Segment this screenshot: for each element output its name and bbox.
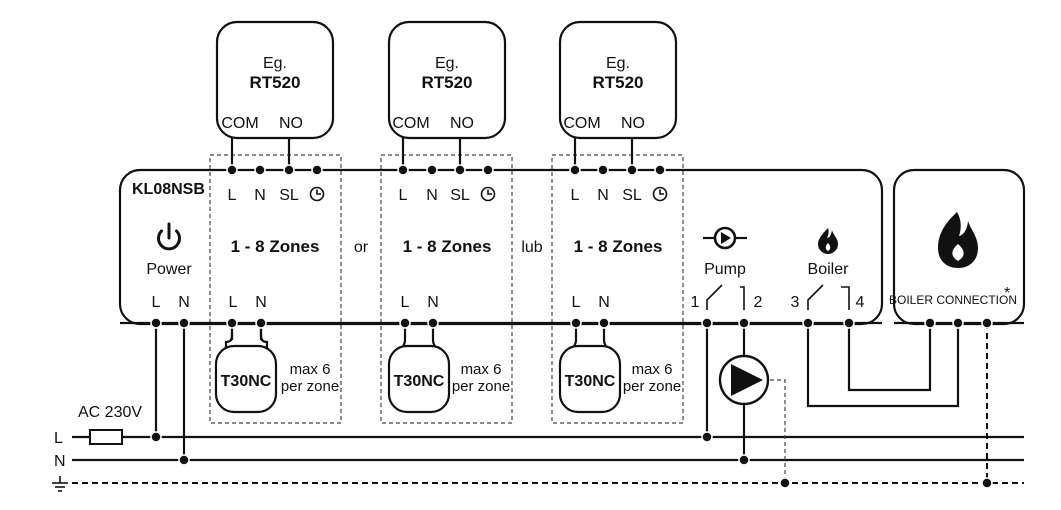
zone-label: 1 - 8 Zones	[231, 237, 320, 256]
zone-label: 1 - 8 Zones	[403, 237, 492, 256]
terminal-label: L	[399, 187, 408, 204]
actuator-max: max 6	[461, 361, 502, 378]
zone-1-top-labels: L N SL	[228, 186, 325, 204]
actuator-model: T30NC	[221, 373, 272, 390]
zone-label: 1 - 8 Zones	[574, 237, 663, 256]
thermostat-model: RT520	[421, 73, 472, 92]
terminal-label: N	[255, 294, 267, 311]
thermostat-box	[558, 20, 678, 140]
thermostat-model: RT520	[249, 73, 300, 92]
pump-icon	[703, 226, 747, 250]
top-terminal-dots	[226, 164, 666, 176]
fuse	[89, 429, 123, 445]
terminal-label: N	[427, 294, 439, 311]
boiler-label: Boiler	[808, 261, 850, 278]
pump-terminal-2: 2	[754, 294, 763, 311]
flame-icon	[818, 228, 838, 254]
thermostat-3: Eg. RT520 COM NO	[558, 20, 678, 140]
thermostat-box	[387, 20, 507, 140]
thermostat-no-label: NO	[621, 115, 645, 132]
supply-voltage-label: AC 230V	[78, 404, 142, 421]
power-label: Power	[146, 261, 192, 278]
input-N-label: N	[178, 294, 190, 311]
clock-icon	[480, 186, 496, 202]
zone-2-top-labels: L N SL	[399, 186, 496, 204]
bottom-terminal-dots	[150, 317, 993, 329]
terminal-label: L	[228, 187, 237, 204]
terminal-label: N	[598, 294, 610, 311]
thermostat-com-label: COM	[221, 115, 258, 132]
clock-icon	[309, 186, 325, 202]
terminal-label: N	[426, 187, 438, 204]
actuator-model: T30NC	[394, 373, 445, 390]
junction-dots	[150, 431, 993, 489]
thermostat-2: Eg. RT520 COM NO	[387, 20, 507, 140]
boiler-terminal-3: 3	[791, 294, 800, 311]
pump-label: Pump	[704, 261, 746, 278]
flame-icon	[938, 212, 978, 268]
zone-frame-1	[209, 154, 342, 424]
earth-ground-icon	[52, 476, 68, 492]
thermostat-box	[215, 20, 335, 140]
zone-frame-3	[551, 154, 684, 424]
zone-3-top-labels: L N SL	[571, 186, 668, 204]
zone-frame-2	[380, 154, 513, 424]
terminal-label: L	[572, 294, 581, 311]
thermostat-model: RT520	[592, 73, 643, 92]
thermostat-com-label: COM	[563, 115, 600, 132]
supply-L-label: L	[54, 430, 63, 447]
supply-N-label: N	[54, 453, 66, 470]
thermostat-no-label: NO	[450, 115, 474, 132]
separator-or: or	[354, 239, 369, 256]
terminal-label: SL	[622, 187, 642, 204]
actuator-per-zone: per zone	[452, 378, 510, 395]
controller-model: KL08NSB	[132, 181, 205, 198]
pump-relay-contact	[706, 284, 745, 310]
actuator-max: max 6	[290, 361, 331, 378]
terminal-label: L	[401, 294, 410, 311]
pump-symbol	[718, 354, 770, 406]
terminal-label: L	[229, 294, 238, 311]
boiler-relay-contact	[807, 284, 850, 310]
terminal-label: N	[597, 187, 609, 204]
pump-terminal-1: 1	[691, 294, 700, 311]
terminal-label: L	[571, 187, 580, 204]
thermostat-eg: Eg.	[606, 55, 630, 72]
actuator-max: max 6	[632, 361, 673, 378]
rail-mask	[882, 319, 894, 327]
thermostat-eg: Eg.	[435, 55, 459, 72]
actuator-3: T30NC max 6 per zone	[558, 323, 681, 414]
actuator-model: T30NC	[565, 373, 616, 390]
input-L-label: L	[152, 294, 161, 311]
terminal-label: SL	[279, 187, 299, 204]
terminal-label: N	[254, 187, 266, 204]
thermostat-1: Eg. RT520 COM NO	[215, 20, 335, 140]
actuator-box	[214, 344, 278, 414]
thermostat-eg: Eg.	[263, 55, 287, 72]
actuator-2: T30NC max 6 per zone	[387, 323, 510, 414]
thermostat-com-label: COM	[392, 115, 429, 132]
clock-icon	[652, 186, 668, 202]
actuator-box	[387, 344, 451, 414]
actuator-per-zone: per zone	[281, 378, 339, 395]
boiler-connection-asterisk: *	[1004, 285, 1010, 302]
supply-wires	[72, 323, 1024, 484]
power-icon	[157, 222, 181, 251]
boiler-connection-label: BOILER CONNECTION	[889, 293, 1017, 307]
thermostat-no-label: NO	[279, 115, 303, 132]
actuator-1: T30NC max 6 per zone	[214, 323, 339, 414]
actuator-per-zone: per zone	[623, 378, 681, 395]
boiler-terminal-4: 4	[856, 294, 865, 311]
actuator-box	[558, 344, 622, 414]
terminal-label: SL	[450, 187, 470, 204]
separator-lub: lub	[521, 239, 542, 256]
